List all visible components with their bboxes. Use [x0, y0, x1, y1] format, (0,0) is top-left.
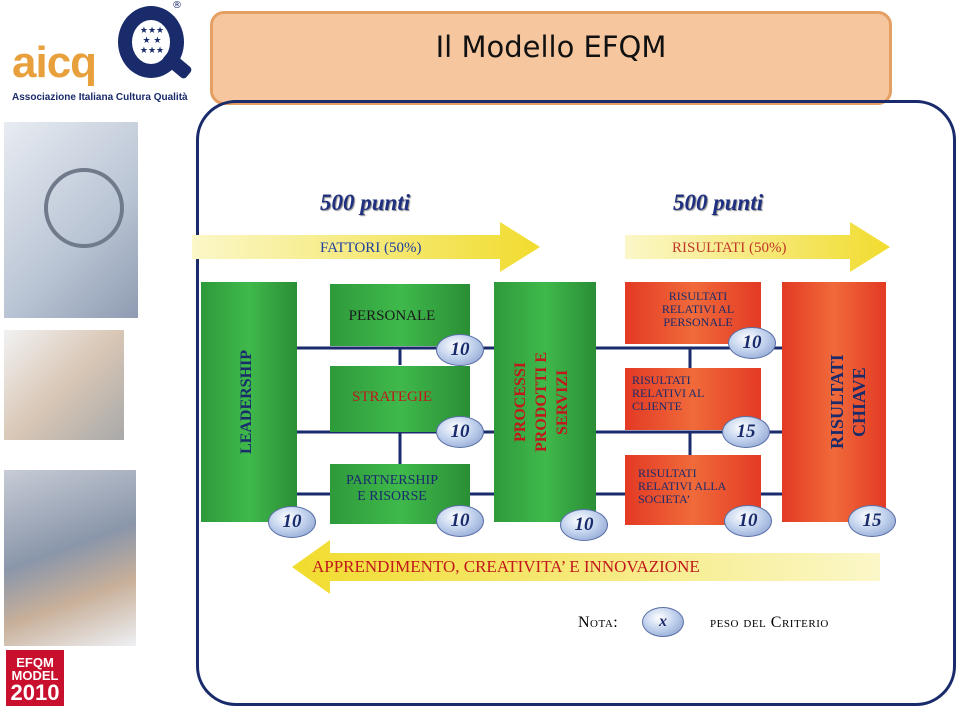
decorative-photo-documents	[4, 122, 138, 318]
weight-badge-ris-societa: 10	[724, 505, 772, 537]
ris-cliente-label: RISULTATI RELATIVI AL CLIENTE	[632, 373, 705, 413]
enablers-arrow	[192, 222, 540, 272]
results-points: 500 punti	[673, 190, 764, 215]
registered-mark: ®	[172, 0, 182, 11]
strategie-label: STRATEGIE	[352, 389, 432, 405]
decorative-photo-microscope	[4, 470, 136, 646]
note-text: peso del Criterio	[710, 614, 829, 631]
logo-subtitle: Associazione Italiana Cultura Qualità	[12, 92, 188, 103]
enablers-label: FATTORI (50%)	[320, 240, 422, 256]
results-label: RISULTATI (50%)	[672, 240, 787, 256]
leadership-label: LEADERSHIP	[238, 349, 255, 455]
weight-badge-processi: 10	[560, 509, 608, 541]
weight-badge-ris-cliente: 15	[722, 416, 770, 448]
processi-label: PROCESSI PRODOTTI E SERVIZI	[512, 352, 571, 453]
efqm-model-badge: EFQM MODEL 2010	[6, 650, 64, 706]
weight-badge-ris-personale: 10	[728, 327, 776, 359]
page-title: Il Modello EFQM	[435, 30, 667, 64]
ris-societa-label: RISULTATI RELATIVI ALLA SOCIETA’	[638, 466, 727, 506]
partnership-label: PARTNERSHIP E RISORSE	[345, 473, 438, 504]
leadership-box	[201, 282, 297, 522]
main-frame	[196, 100, 956, 706]
weight-badge-strategie: 10	[436, 416, 484, 448]
logo-brand: aicq	[12, 38, 97, 87]
ris-chiave-box	[782, 282, 886, 522]
learning-arrow	[292, 540, 880, 594]
learning-label: APPRENDIMENTO, CREATIVITA’ E INNOVAZIONE	[312, 557, 700, 576]
aicq-logo-q: ★★★ ★ ★ ★★★	[118, 6, 184, 78]
processi-box	[494, 282, 596, 522]
personale-label: PERSONALE	[348, 308, 436, 324]
decorative-photo-handshake	[4, 330, 124, 440]
weight-badge-leadership: 10	[268, 506, 316, 538]
ris-personale-label: RISULTATI RELATIVI AL PERSONALE	[661, 289, 735, 329]
results-arrow	[625, 222, 890, 272]
enablers-points: 500 punti	[320, 190, 411, 215]
note-label: Nota:	[578, 614, 619, 631]
title-box	[210, 11, 892, 105]
weight-badge-ris-chiave: 15	[848, 505, 896, 537]
eu-stars-icon: ★★★ ★ ★ ★★★	[139, 26, 165, 56]
note-weight-symbol: x	[642, 607, 684, 637]
weight-badge-partnership: 10	[436, 505, 484, 537]
weight-badge-personale: 10	[436, 334, 484, 366]
ris-chiave-label: RISULTATI CHIAVE	[827, 354, 869, 450]
